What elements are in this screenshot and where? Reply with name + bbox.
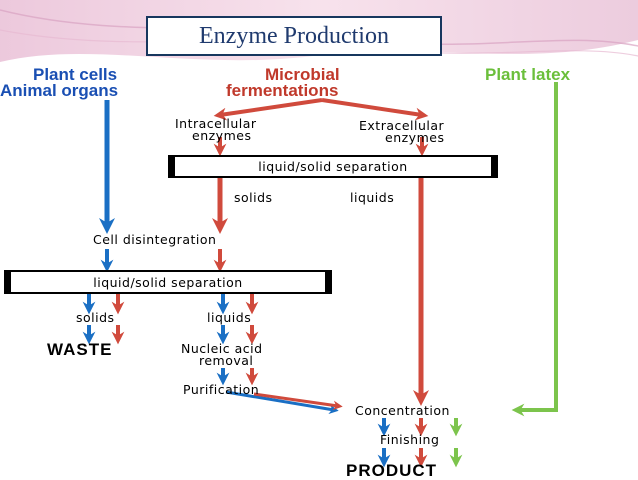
arrow-microbial-to-extracellular [321, 98, 429, 121]
solids-mid-label: solids [76, 310, 115, 325]
removal-label: removal [199, 353, 254, 368]
separation-box-top: liquid/solid separation [168, 155, 498, 178]
extracellular-enzymes-label: enzymes [385, 130, 445, 145]
product-label: PRODUCT [346, 461, 438, 480]
source-plant-cells: Plant cells [33, 65, 118, 84]
solids-top-label: solids [234, 190, 273, 205]
waste-label: WASTE [47, 340, 113, 359]
source-fermentations: fermentations [226, 81, 339, 100]
extracellular-label: Extracellular [359, 118, 445, 133]
liquids-mid-label: liquids [207, 310, 252, 325]
source-animal-organs: Animal organs [0, 81, 119, 100]
separation-box-mid: liquid/solid separation [4, 270, 332, 294]
nucleic-acid-label: Nucleic acid [181, 341, 263, 356]
intracellular-label: Intracellular [175, 116, 257, 131]
arrow-latex-to-concentration [511, 82, 558, 417]
liquids-top-label: liquids [350, 190, 395, 205]
finishing-label: Finishing [380, 432, 440, 447]
purification-label: Purification [183, 382, 260, 397]
concentration-label: Concentration [355, 403, 450, 418]
page-title: Enzyme Production [146, 16, 442, 56]
separation-mid-label: liquid/solid separation [93, 274, 243, 290]
source-plant-latex: Plant latex [485, 65, 571, 84]
source-microbial: Microbial [265, 65, 340, 84]
cell-disintegration-label: Cell disintegration [93, 232, 217, 247]
separation-top-label: liquid/solid separation [258, 159, 408, 174]
intracellular-enzymes-label: enzymes [192, 128, 252, 143]
arrow-microbial-to-intracellular [213, 98, 323, 121]
